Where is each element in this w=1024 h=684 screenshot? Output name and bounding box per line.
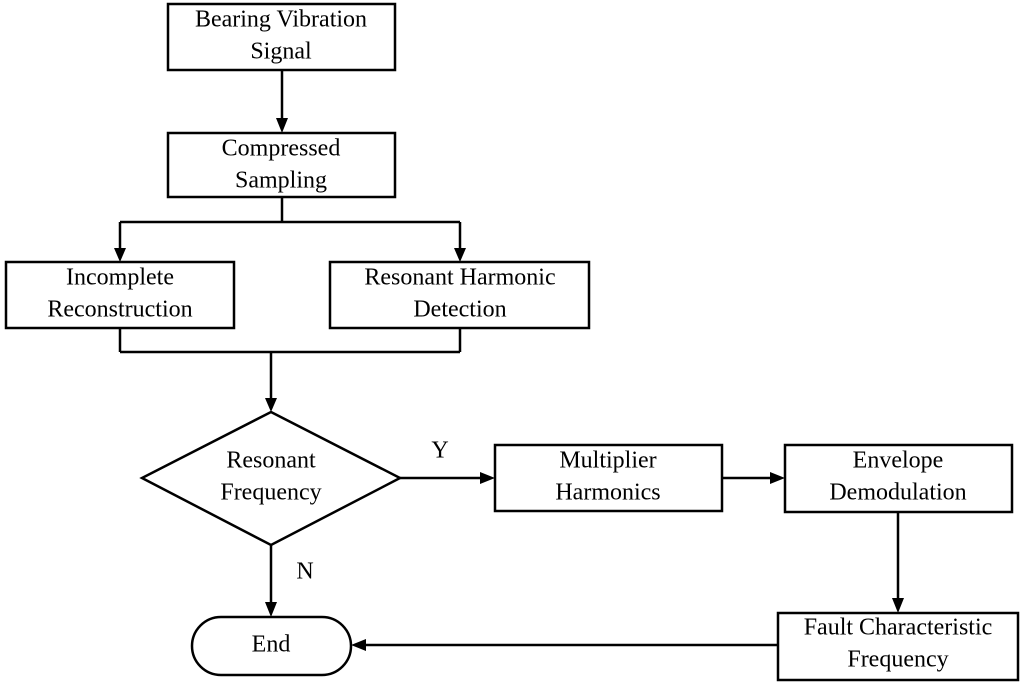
node-bearing-vibration-signal: Bearing Vibration Signal bbox=[166, 2, 397, 72]
node-box bbox=[4, 260, 236, 330]
node-compressed-sampling: Compressed Sampling bbox=[166, 131, 397, 199]
node-label-line2: Detection bbox=[413, 297, 506, 323]
node-label-line2: Frequency bbox=[220, 480, 321, 506]
flowchart-edges bbox=[114, 70, 904, 651]
node-label-line1: Fault Characteristic bbox=[804, 615, 993, 641]
arrowhead-to-reconstruction bbox=[114, 248, 126, 262]
arrowhead-decision-to-end bbox=[265, 602, 277, 617]
node-label-line1: Incomplete bbox=[66, 265, 174, 291]
arrowhead-to-harmonic-detection bbox=[454, 248, 466, 262]
node-box bbox=[783, 443, 1014, 514]
terminator-shape bbox=[190, 615, 353, 677]
arrowhead-to-fault bbox=[892, 598, 904, 613]
node-box bbox=[776, 611, 1020, 682]
node-label-line1: Envelope bbox=[853, 448, 944, 474]
node-fault-characteristic-frequency: Fault Characteristic Frequency bbox=[776, 611, 1020, 682]
node-box bbox=[166, 2, 397, 72]
node-multiplier-harmonics: Multiplier Harmonics bbox=[493, 443, 724, 513]
decision-diamond bbox=[139, 410, 403, 547]
node-label-line2: Signal bbox=[250, 39, 312, 65]
node-envelope-demodulation: Envelope Demodulation bbox=[783, 443, 1014, 514]
node-incomplete-reconstruction: Incomplete Reconstruction bbox=[4, 260, 236, 330]
node-label-line1: Compressed bbox=[222, 136, 341, 162]
node-label-line1: Resonant bbox=[226, 448, 316, 474]
node-label-line2: Harmonics bbox=[555, 480, 660, 506]
node-resonant-frequency-decision: Resonant Frequency bbox=[139, 410, 403, 547]
node-label-line2: Reconstruction bbox=[47, 297, 192, 323]
arrowhead-to-end bbox=[351, 639, 366, 651]
edge-label-no: N bbox=[296, 559, 313, 585]
node-label-line1: Resonant Harmonic bbox=[364, 265, 555, 291]
node-label-line2: Frequency bbox=[847, 647, 948, 673]
node-end-terminator: End bbox=[190, 615, 353, 677]
node-box bbox=[166, 131, 397, 199]
edge-label-yes: Y bbox=[431, 438, 448, 464]
node-label-line2: Demodulation bbox=[829, 480, 966, 506]
arrowhead-to-envelope bbox=[770, 472, 785, 484]
node-label-line1: Multiplier bbox=[559, 448, 656, 474]
node-label-line1: Bearing Vibration bbox=[195, 7, 367, 33]
node-resonant-harmonic-detection: Resonant Harmonic Detection bbox=[328, 260, 591, 330]
node-label-line2: Sampling bbox=[235, 168, 327, 194]
arrowhead-to-decision bbox=[265, 398, 277, 412]
node-box bbox=[328, 260, 591, 330]
end-label: End bbox=[252, 632, 291, 658]
arrowhead-to-multiplier bbox=[480, 472, 495, 484]
arrowhead-signal-to-sampling bbox=[276, 118, 288, 133]
node-box bbox=[493, 443, 724, 513]
